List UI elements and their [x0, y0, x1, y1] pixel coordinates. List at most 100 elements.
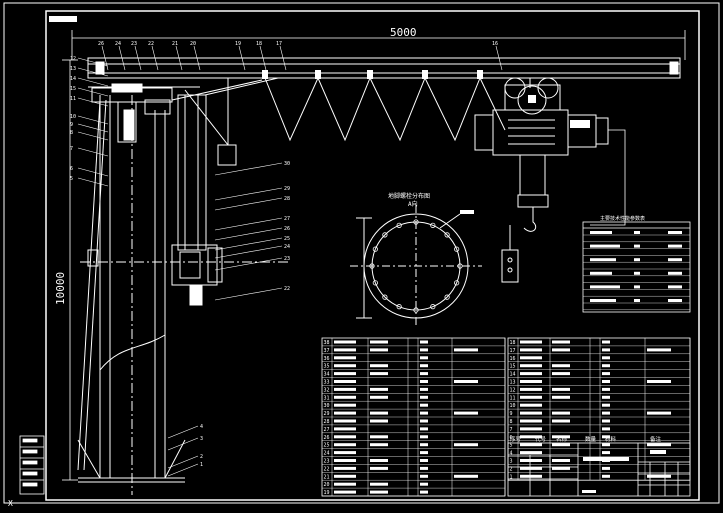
- title-block-company: [582, 490, 596, 493]
- bolt-view-subtitle: A向: [408, 200, 418, 208]
- bom-row-number: 32: [324, 387, 330, 393]
- bom-row-number: 6: [510, 435, 513, 441]
- bolt-hole: [396, 304, 402, 310]
- bom-header-row: 序号 代号 名称 数量 材料 备注: [510, 435, 662, 443]
- dimension-height: [62, 59, 78, 481]
- bolt-hole: [369, 263, 375, 269]
- callout-label: 15: [70, 86, 76, 92]
- technical-table-title: 主要技术性能参数表: [600, 215, 645, 222]
- callout-label: 1: [200, 462, 203, 468]
- callout-label: 18: [256, 41, 262, 47]
- callout-label: 7: [70, 146, 73, 152]
- callout-label: 21: [172, 41, 178, 47]
- bom-row-number: 19: [324, 490, 330, 496]
- callout-label: 22: [148, 41, 154, 47]
- inner-border: [45, 10, 700, 501]
- pendant-control: [501, 225, 519, 283]
- bom-row-number: 15: [510, 364, 516, 370]
- callout-label: 23: [284, 256, 290, 262]
- callout-label: 19: [235, 41, 241, 47]
- callout-label: 28: [284, 196, 290, 202]
- bom-row-number: 21: [324, 474, 330, 480]
- bom-row-number: 14: [510, 372, 516, 378]
- bom-header-qty: 数量: [585, 435, 597, 443]
- bom-row-number: 8: [510, 419, 513, 425]
- bolt-hole: [444, 294, 450, 300]
- bom-row-number: 7: [510, 427, 513, 433]
- bom-row-number: 38: [324, 340, 330, 346]
- bom-row-number: 3: [510, 459, 513, 465]
- callout-label: 30: [284, 161, 290, 167]
- callout-label: 4: [200, 424, 203, 430]
- callout-label: 13: [70, 66, 76, 72]
- bom-row-number: 36: [324, 356, 330, 362]
- bom-row-number: 17: [510, 348, 516, 354]
- bolt-view-title: 地脚螺栓分布图: [388, 192, 430, 200]
- bolt-hole: [382, 294, 388, 300]
- festoon-trolleys: [262, 70, 483, 79]
- callout-label: 20: [190, 41, 196, 47]
- bom-header-name: 名称: [556, 435, 568, 443]
- electric-hoist: [474, 77, 609, 232]
- bolt-hole: [372, 280, 378, 286]
- dimension-length-label: 5000: [390, 26, 417, 39]
- bom-row-number: 13: [510, 380, 516, 386]
- bom-row-number: 24: [324, 451, 330, 457]
- callout-label: 3: [200, 436, 203, 442]
- bolt-hole: [454, 280, 460, 286]
- callout-label: 23: [131, 41, 137, 47]
- drawing-number-box: [49, 16, 77, 22]
- bom-row-number: 29: [324, 411, 330, 417]
- bom-header-code: 代号: [535, 435, 547, 443]
- axis-mark: X: [8, 499, 13, 508]
- column-head: [91, 77, 279, 306]
- bom-row-number: 4: [510, 451, 513, 457]
- callout-label: 8: [70, 130, 73, 136]
- bolt-hole: [444, 232, 450, 238]
- jib-boom: [87, 57, 681, 88]
- bom-row-number: 31: [324, 395, 330, 401]
- bom-row-number: 33: [324, 380, 330, 386]
- bom-row-number: 1: [510, 474, 513, 480]
- hoist-fills: [528, 95, 590, 128]
- callout-label: 29: [284, 186, 290, 192]
- bom-row-number: 5: [510, 443, 513, 449]
- bom-row-number: 9: [510, 411, 513, 417]
- bom-row-number: 16: [510, 356, 516, 362]
- bolt-spec-box: [460, 210, 474, 214]
- bolt-hole: [372, 246, 378, 252]
- bom-header-no: 序号: [510, 435, 522, 443]
- bolt-hole: [430, 304, 436, 310]
- callout-label: 14: [70, 76, 76, 82]
- callout-label: 24: [284, 244, 290, 250]
- bom-row-number: 27: [324, 427, 330, 433]
- bolt-hole: [454, 246, 460, 252]
- bolt-circle-view: [350, 205, 482, 325]
- callout-label: 25: [284, 236, 290, 242]
- bom-row-number: 35: [324, 364, 330, 370]
- bolt-hole: [457, 263, 463, 269]
- left-margin-table: [19, 435, 45, 495]
- main-column: [77, 95, 290, 495]
- bom-row-number: 20: [324, 482, 330, 488]
- callout-label: 26: [98, 41, 104, 47]
- title-block-name: [583, 457, 629, 461]
- bolt-hole: [396, 222, 402, 228]
- bolt-hole: [413, 307, 419, 313]
- bolt-hole: [382, 232, 388, 238]
- bom-row-number: 23: [324, 459, 330, 465]
- callout-label: 10: [70, 114, 76, 120]
- bolt-holes: [369, 219, 463, 313]
- bom-header-material: 材料: [605, 435, 617, 443]
- title-block: [507, 442, 691, 497]
- title-block-code: [650, 450, 666, 454]
- callout-label: 24: [115, 41, 121, 47]
- technical-parameters-table: [582, 221, 691, 313]
- bom-row-number: 22: [324, 466, 330, 472]
- bom-row-number: 12: [510, 387, 516, 393]
- bolt-hole: [430, 222, 436, 228]
